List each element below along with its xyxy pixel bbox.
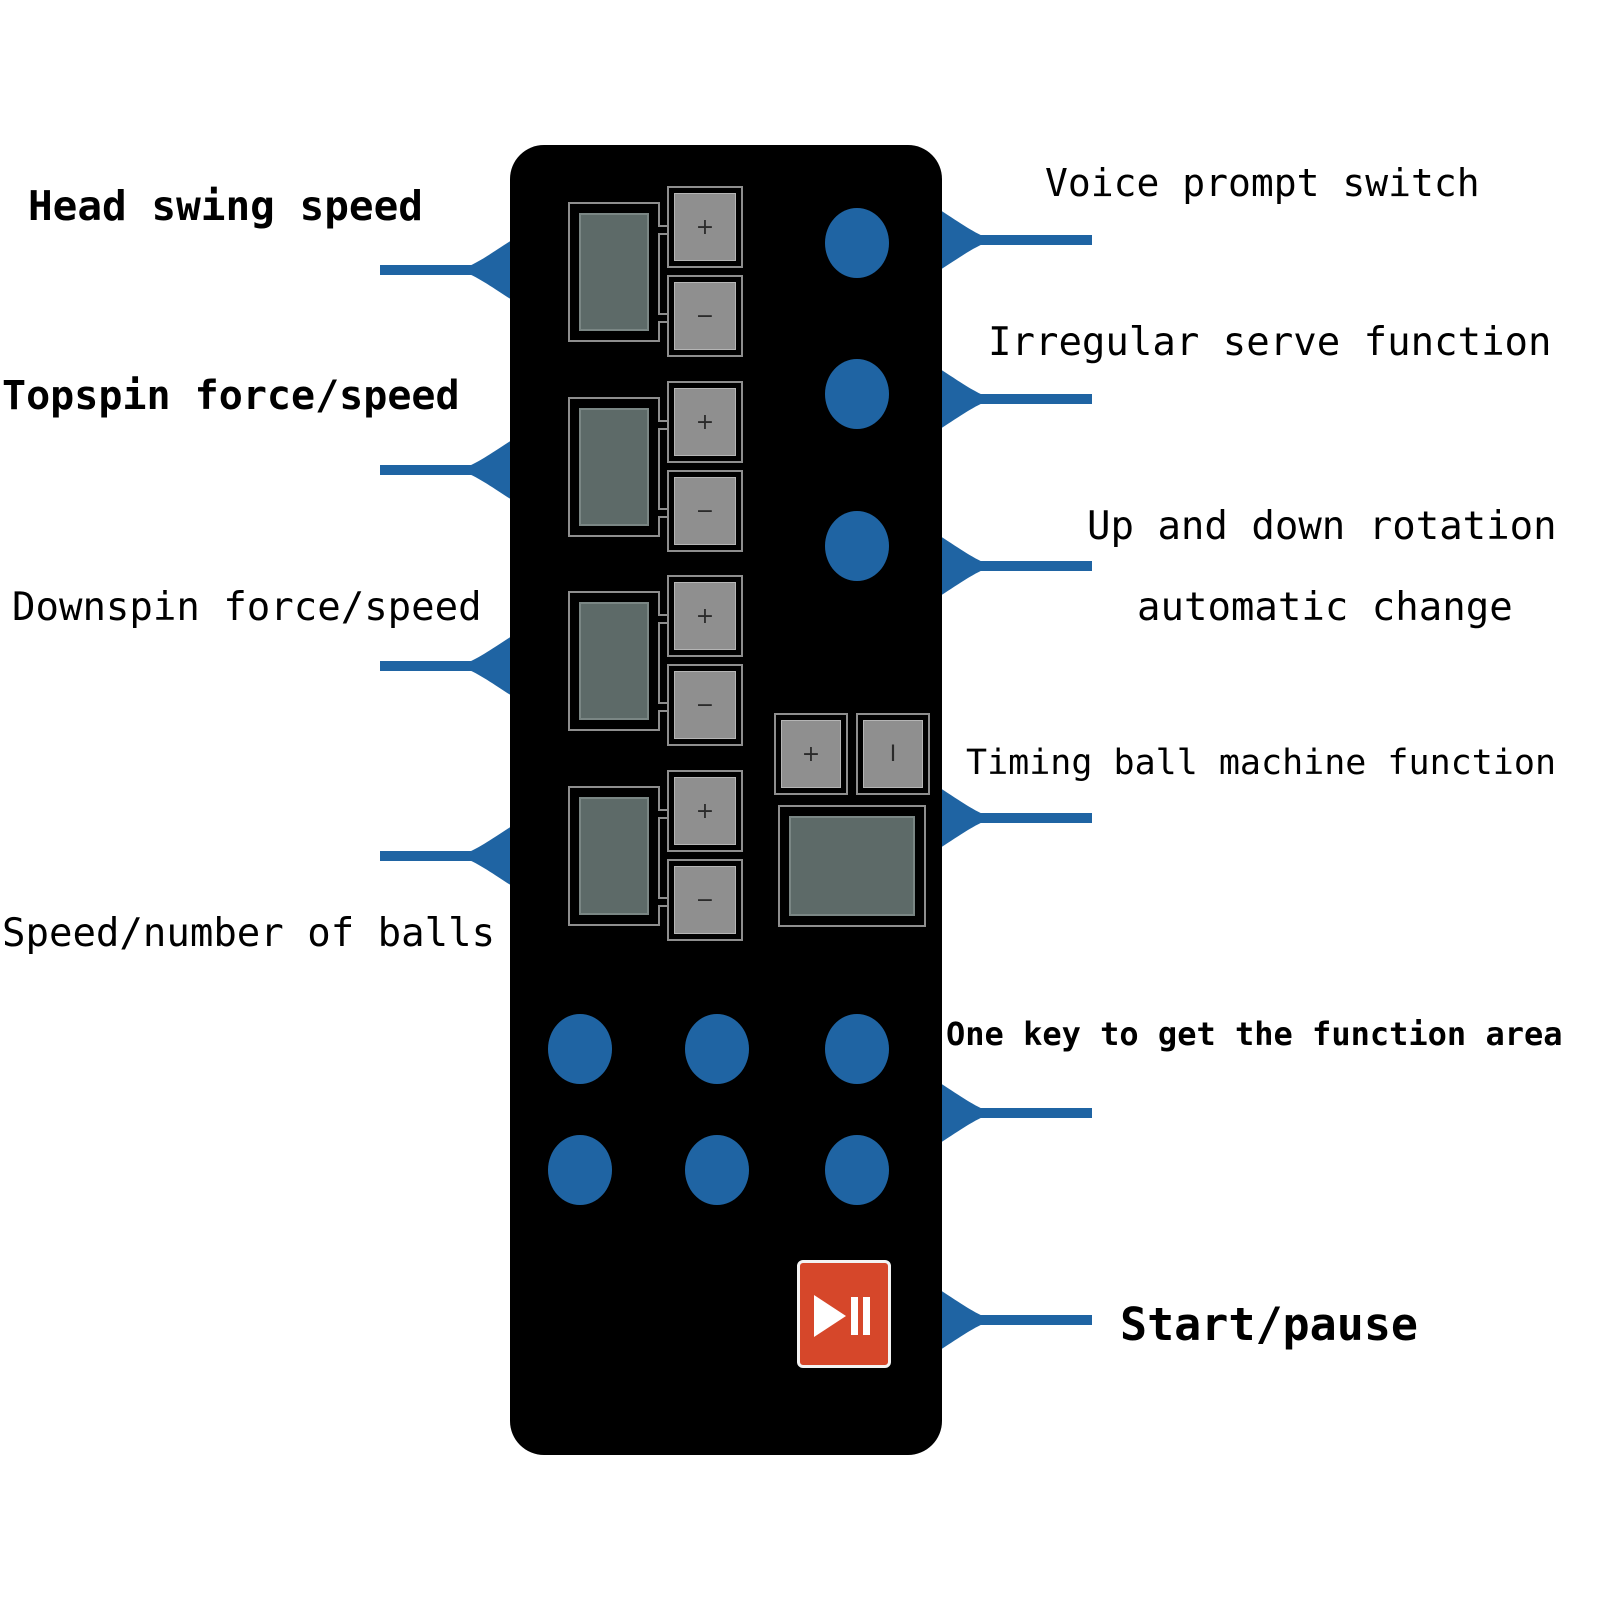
key-link [658,313,668,323]
key-link [658,614,668,624]
connector-downspin [380,636,512,696]
timing-minus-button[interactable]: I [856,713,930,795]
downspin-plus-button[interactable]: + [667,575,743,657]
function-button-3[interactable] [825,1014,889,1084]
key-link [658,508,668,518]
label-updown-rotation-line1: Up and down rotation [1087,504,1557,549]
head-swing-speed-minus-button[interactable]: − [667,275,743,357]
head-swing-speed-plus-button[interactable]: + [667,186,743,268]
play-pause-icon [814,1295,870,1337]
function-button-5[interactable] [685,1135,749,1205]
label-one-key: One key to get the function area [946,1015,1563,1053]
topspin-plus-button[interactable]: + [667,381,743,463]
display-speed-balls [568,786,660,926]
key-link [658,897,668,907]
display-downspin [568,591,660,731]
key-link [658,420,668,430]
connector-head-swing-speed [380,240,512,300]
function-button-4[interactable] [548,1135,612,1205]
label-downspin: Downspin force/speed [12,585,482,630]
control-panel: + − + − + − + − + I [510,145,942,1455]
label-timing: Timing ball machine function [966,743,1557,783]
display-topspin [568,397,660,537]
connector-updown [940,536,1092,596]
display-timing [778,805,926,927]
downspin-minus-button[interactable]: − [667,664,743,746]
label-topspin: Topspin force/speed [2,373,460,419]
speed-balls-minus-button[interactable]: − [667,859,743,941]
label-start-pause: Start/pause [1120,1298,1419,1351]
start-pause-button[interactable] [797,1260,891,1368]
connector-speed-balls [380,826,512,886]
connector-topspin [380,440,512,500]
function-button-6[interactable] [825,1135,889,1205]
connector-irregular [940,369,1092,429]
key-link [658,809,668,819]
key-link [658,702,668,712]
label-head-swing-speed: Head swing speed [28,182,423,230]
label-updown-rotation-line2: automatic change [1137,585,1513,630]
topspin-minus-button[interactable]: − [667,470,743,552]
timing-plus-button[interactable]: + [774,713,848,795]
connector-start-pause [940,1290,1092,1350]
label-speed-balls: Speed/number of balls [2,911,496,956]
connector-one-key [940,1083,1092,1143]
connector-timing [940,788,1092,848]
connector-voice [940,210,1092,270]
voice-prompt-button[interactable] [825,208,889,278]
function-button-2[interactable] [685,1014,749,1084]
key-link [658,225,668,235]
function-button-1[interactable] [548,1014,612,1084]
display-head-swing-speed [568,202,660,342]
irregular-serve-button[interactable] [825,359,889,429]
label-irregular-serve: Irregular serve function [988,320,1552,365]
updown-rotation-button[interactable] [825,511,889,581]
speed-balls-plus-button[interactable]: + [667,770,743,852]
label-voice-prompt: Voice prompt switch [1045,161,1480,205]
